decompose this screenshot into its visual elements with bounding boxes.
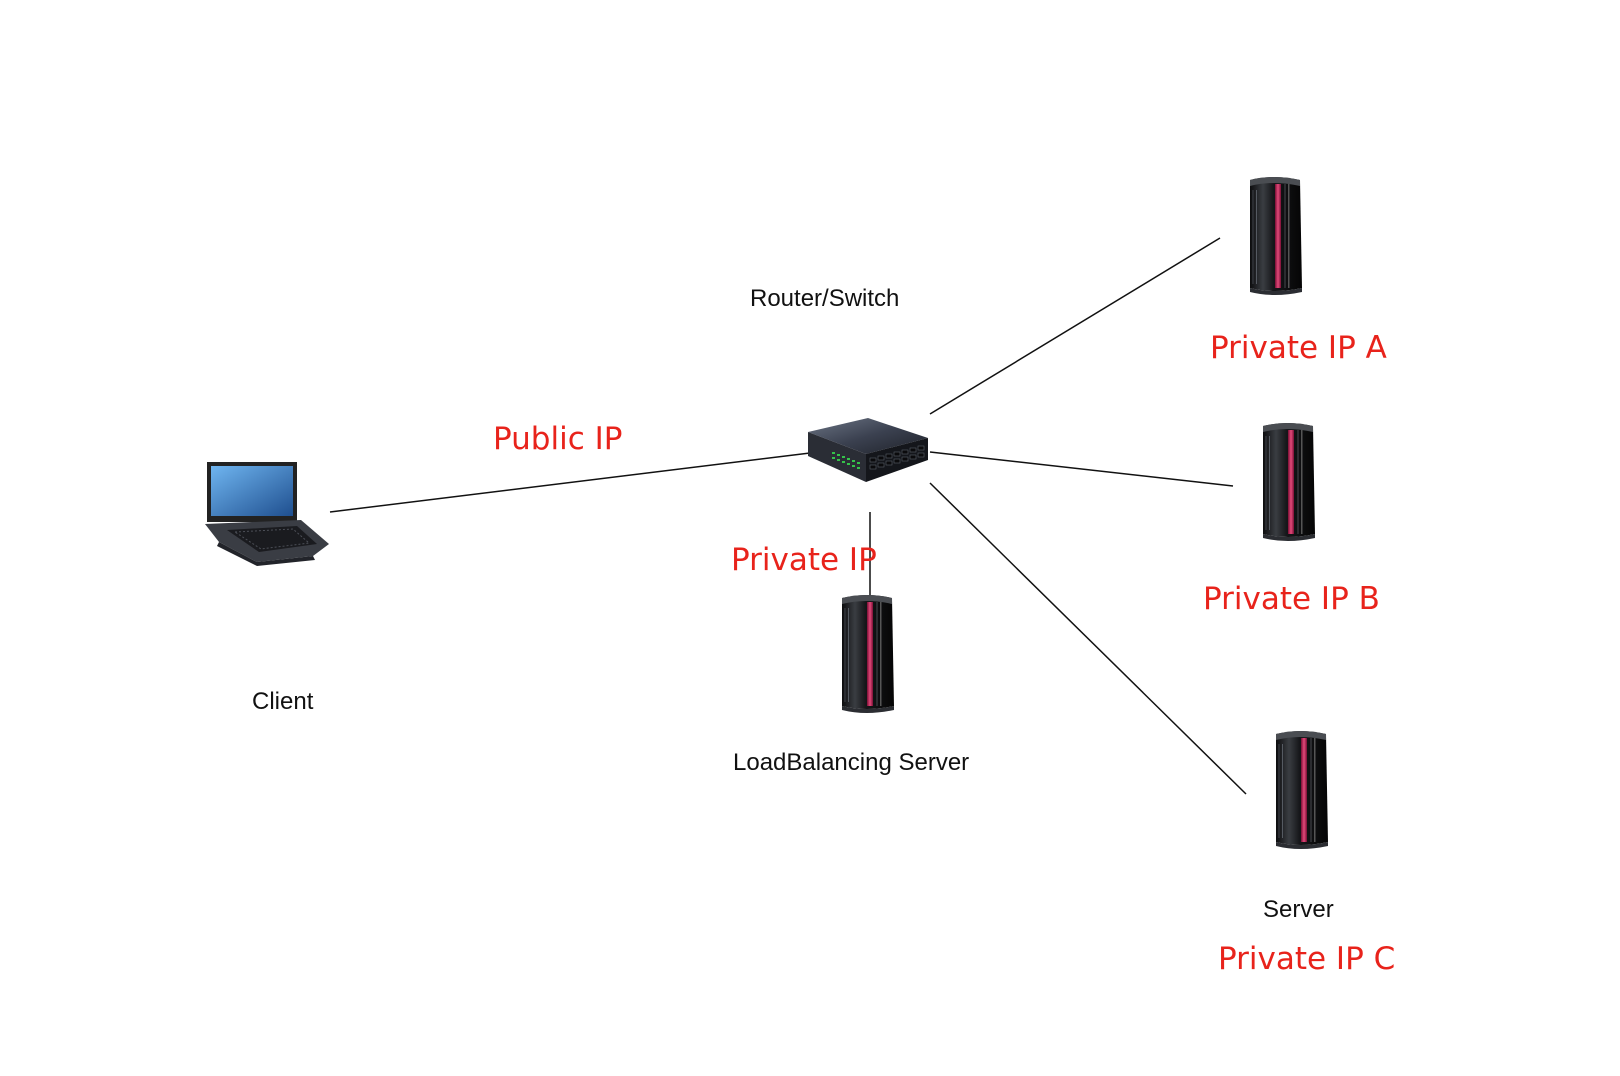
links xyxy=(329,237,1247,795)
router-label: Router/Switch xyxy=(750,285,900,312)
server-c-icon xyxy=(1276,731,1328,849)
public-ip-label: Public IP xyxy=(493,421,623,457)
server-a-icon xyxy=(1250,177,1302,295)
private-ip-c-label: Private IP C xyxy=(1218,941,1396,977)
link-router-server-b xyxy=(929,451,1234,487)
load-balancer-server-icon xyxy=(842,595,894,713)
private-ip-a-label: Private IP A xyxy=(1210,330,1387,366)
link-client-router xyxy=(329,452,811,513)
network-switch-icon xyxy=(808,418,928,482)
private-ip-label: Private IP xyxy=(731,542,877,578)
laptop-icon xyxy=(205,462,329,566)
server-label: Server xyxy=(1263,896,1334,923)
load-balancer-label: LoadBalancing Server xyxy=(733,749,970,776)
client-label: Client xyxy=(252,688,314,715)
link-router-server-c xyxy=(929,482,1247,795)
link-router-server-a xyxy=(929,237,1221,415)
server-b-icon xyxy=(1263,423,1315,541)
private-ip-b-label: Private IP B xyxy=(1203,581,1380,617)
